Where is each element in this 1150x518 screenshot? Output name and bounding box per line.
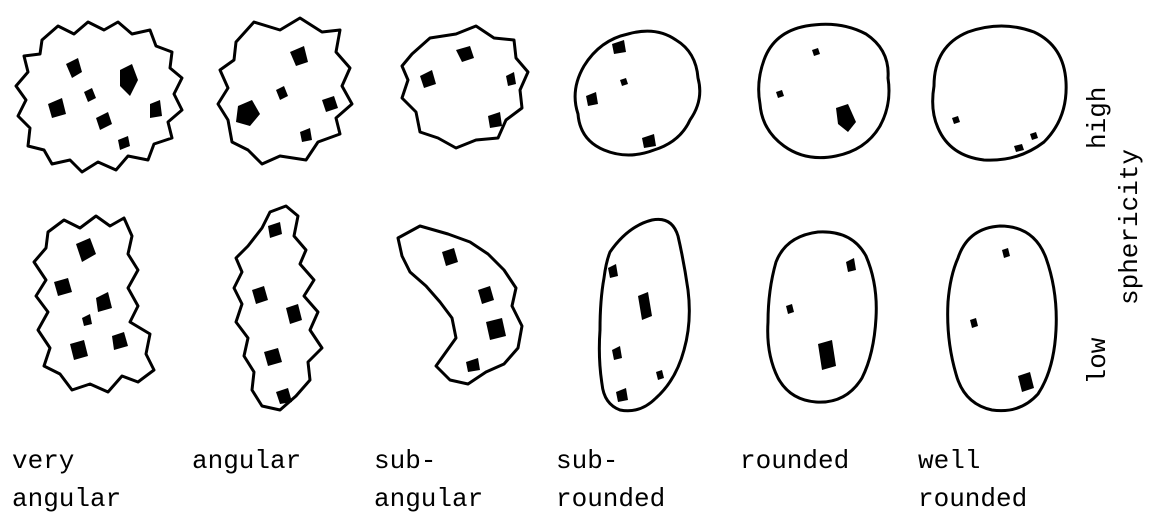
label-rounded-line1: rounded	[740, 442, 849, 480]
grain-subrounded-low-sphericity	[599, 219, 689, 410]
grain-angular-low-sphericity	[234, 206, 322, 410]
grain-well-rounded-high-sphericity	[933, 26, 1066, 160]
grain-rounded-low-sphericity	[768, 232, 877, 402]
grain-well-rounded-low-sphericity	[948, 226, 1057, 411]
label-subrounded-line2: rounded	[556, 480, 665, 518]
sphericity-axis-label: sphericity	[1115, 127, 1145, 327]
grain-rounded-high-sphericity	[759, 24, 889, 157]
grain-very-angular-low-sphericity	[34, 216, 154, 392]
grain-chart	[0, 0, 1150, 430]
label-subangular-line1: sub-	[374, 442, 483, 480]
label-angular: angular	[192, 442, 301, 480]
label-subrounded: sub- rounded	[556, 442, 665, 518]
low-sphericity-label: low	[1083, 331, 1113, 391]
grain-subrounded-high-sphericity	[575, 31, 700, 155]
label-subrounded-line1: sub-	[556, 442, 665, 480]
grain-very-angular-high-sphericity	[16, 22, 182, 172]
grain-subangular-high-sphericity	[402, 26, 528, 148]
label-rounded: rounded	[740, 442, 849, 480]
label-subangular-line2: angular	[374, 480, 483, 518]
label-well-rounded-line2: rounded	[918, 480, 1027, 518]
label-subangular: sub- angular	[374, 442, 483, 518]
label-very-angular-line2: angular	[12, 480, 121, 518]
grain-angular-high-sphericity	[218, 18, 352, 164]
label-well-rounded: well rounded	[918, 442, 1027, 518]
label-very-angular-line1: very	[12, 442, 121, 480]
label-well-rounded-line1: well	[918, 442, 1027, 480]
label-angular-line1: angular	[192, 442, 301, 480]
high-sphericity-label: high	[1083, 89, 1113, 149]
label-very-angular: very angular	[12, 442, 121, 518]
grain-subangular-low-sphericity	[398, 226, 522, 384]
